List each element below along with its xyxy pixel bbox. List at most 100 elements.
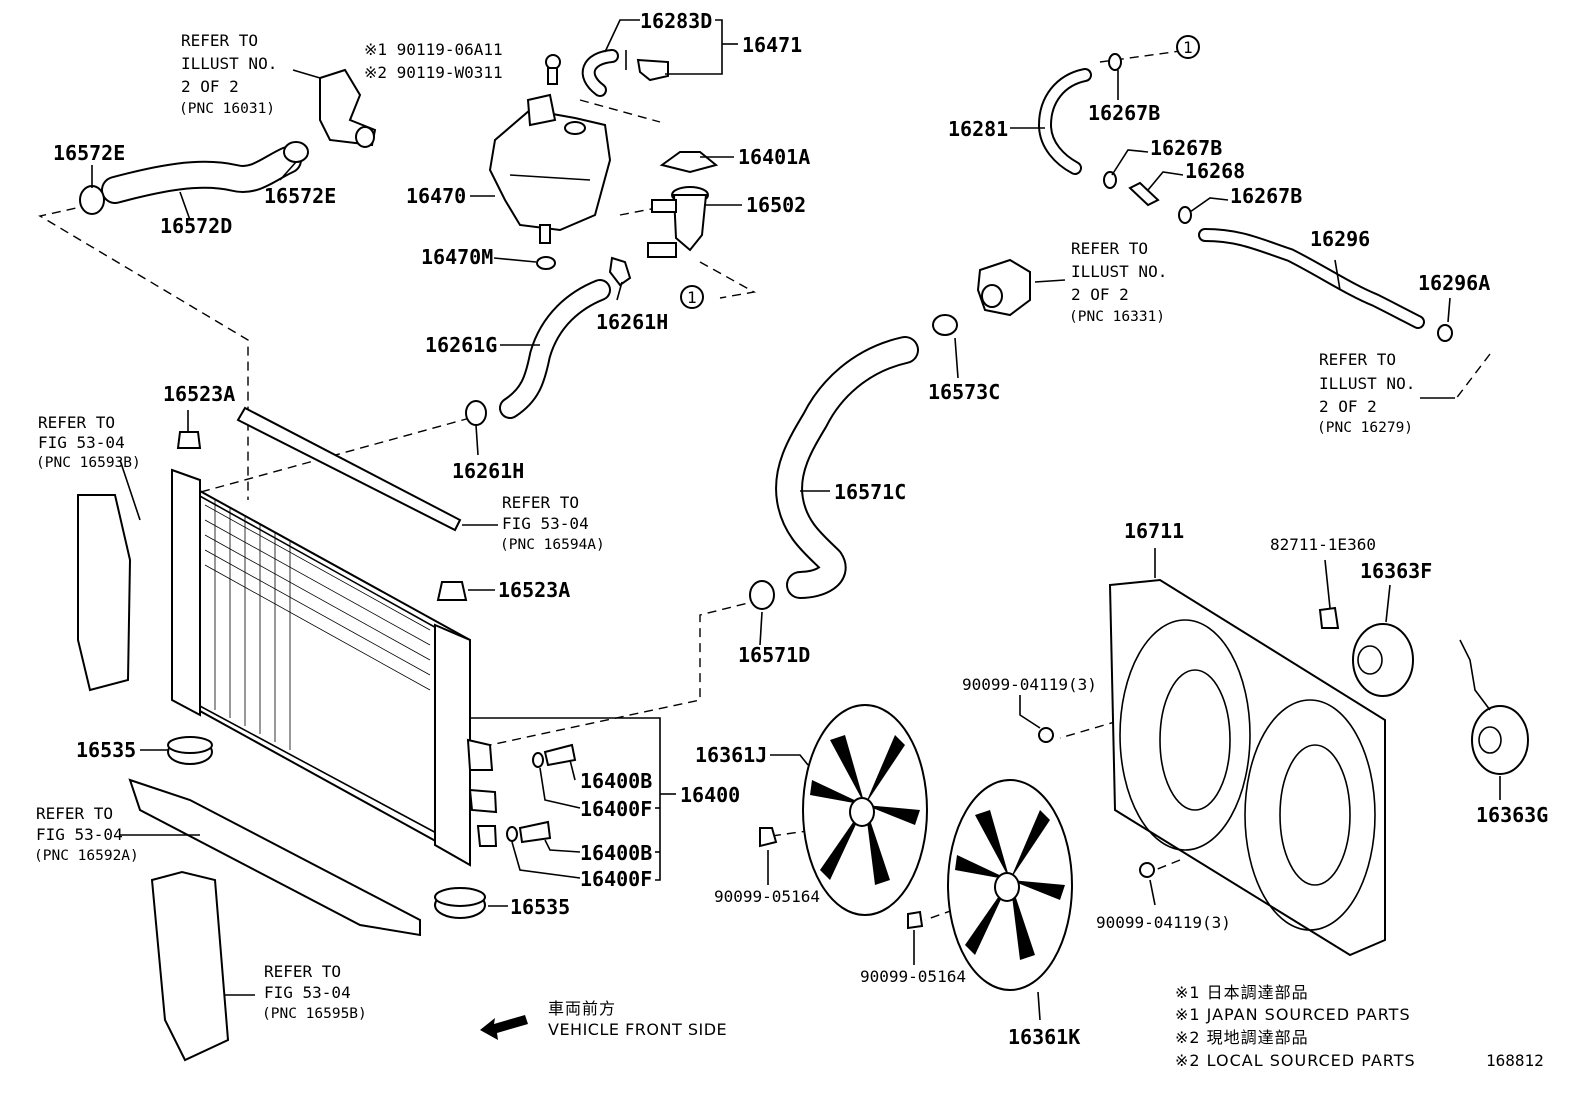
vehicle-front-en: VEHICLE FRONT SIDE bbox=[548, 1020, 727, 1039]
part-label-16261G: 16261G bbox=[425, 333, 497, 357]
grommet-16523A-mid bbox=[436, 581, 468, 601]
part-label-16296: 16296 bbox=[1310, 227, 1370, 251]
side-seal-16593B bbox=[77, 494, 132, 692]
part-label-16261H-mid: 16261H bbox=[452, 459, 524, 483]
cushion-16535-bottom bbox=[434, 887, 486, 919]
water-outlet-16331 bbox=[976, 258, 1031, 317]
refer-note-line: 2 OF 2 bbox=[181, 77, 239, 96]
refer-note-line: REFER TO bbox=[264, 962, 341, 981]
part-label-16572E-left: 16572E bbox=[53, 141, 125, 165]
clamp-16267B-top bbox=[1108, 53, 1122, 71]
clip-82711 bbox=[1318, 606, 1340, 629]
clamp-16261H-top bbox=[608, 256, 632, 287]
filler-neck-16502 bbox=[647, 186, 709, 258]
refer-note-line: REFER TO bbox=[38, 413, 115, 432]
part-label-16296A: 16296A bbox=[1418, 271, 1490, 295]
part-label-16535-bottom: 16535 bbox=[510, 895, 570, 919]
part-label-16573C: 16573C bbox=[928, 380, 1000, 404]
hose-16572D bbox=[101, 146, 302, 204]
hose-16261G bbox=[499, 279, 611, 419]
cushion-16535-top bbox=[167, 736, 213, 765]
part-label-16535-top: 16535 bbox=[76, 738, 136, 762]
vehicle-front-jp: 車両前方 bbox=[548, 999, 616, 1018]
part-label-90099-04119-upper: 90099-04119(3) bbox=[962, 675, 1097, 694]
part-label-16571D: 16571D bbox=[738, 643, 810, 667]
drain-plug-16400B bbox=[518, 743, 577, 844]
part-label-16400: 16400 bbox=[680, 783, 740, 807]
clamp-16573C bbox=[932, 314, 958, 336]
refer-note-line: FIG 53-04 bbox=[502, 514, 589, 533]
part-label-90099-05164-left: 90099-05164 bbox=[714, 887, 820, 906]
leader-lines bbox=[91, 19, 1501, 1021]
refer-note-pnc-16595B: REFER TO FIG 53-04 (PNC 16595B) bbox=[262, 962, 367, 1022]
refer-note-line: (PNC 16331) bbox=[1069, 309, 1165, 325]
part-label-16267B-mid: 16267B bbox=[1150, 136, 1222, 160]
clamp-16572E-left bbox=[79, 185, 105, 215]
refer-note-line: REFER TO bbox=[1319, 350, 1396, 369]
part-label-16571C: 16571C bbox=[834, 480, 906, 504]
refer-note-line: REFER TO bbox=[1071, 239, 1148, 258]
refer-note-pnc-16279: REFER TO ILLUST NO. 2 OF 2 (PNC 16279) bbox=[1317, 350, 1415, 436]
refer-note-line: (PNC 16594A) bbox=[500, 537, 605, 553]
lower-seal-16592A bbox=[128, 778, 421, 937]
part-label-16523A-top: 16523A bbox=[163, 382, 235, 406]
refer-note-line: FIG 53-04 bbox=[36, 825, 123, 844]
part-label-16400F-bottom: 16400F bbox=[580, 867, 652, 891]
refer-note-pnc-16031: REFER TO ILLUST NO. 2 OF 2 (PNC 16031) bbox=[179, 31, 277, 117]
side-seal-16595B bbox=[150, 870, 230, 1062]
part-label-16281: 16281 bbox=[948, 117, 1008, 141]
radiator-cap-16401A bbox=[659, 151, 719, 174]
o-ring-16400F bbox=[506, 752, 544, 842]
part-label-16470M: 16470M bbox=[421, 245, 493, 269]
refer-note-line: (PNC 16279) bbox=[1317, 420, 1413, 436]
part-label-16471: 16471 bbox=[742, 33, 802, 57]
grommet-16523A-top bbox=[176, 431, 202, 449]
refer-note-line: (PNC 16031) bbox=[179, 101, 275, 117]
part-label-16400F-top: 16400F bbox=[580, 797, 652, 821]
part-label-16400B-bottom: 16400B bbox=[580, 841, 652, 865]
refer-note-line: REFER TO bbox=[36, 804, 113, 823]
part-label-16572E-right: 16572E bbox=[264, 184, 336, 208]
refer-note-line: ILLUST NO. bbox=[181, 54, 277, 73]
refer-note-line: FIG 53-04 bbox=[264, 983, 351, 1002]
part-label-16267B-top: 16267B bbox=[1088, 101, 1160, 125]
bolt-90119 bbox=[545, 54, 561, 85]
refer-note-pnc-16331: REFER TO ILLUST NO. 2 OF 2 (PNC 16331) bbox=[1069, 239, 1167, 325]
part-label-16572D: 16572D bbox=[160, 214, 232, 238]
circle-ref-marker-top: 1 bbox=[1176, 35, 1200, 59]
fan-16361K bbox=[947, 779, 1073, 991]
part-label-16361K: 16361K bbox=[1008, 1025, 1080, 1049]
refer-note-line: ILLUST NO. bbox=[1071, 262, 1167, 281]
refer-note-line: (PNC 16592A) bbox=[34, 848, 139, 864]
part-label-16401A: 16401A bbox=[738, 145, 810, 169]
hose-16281 bbox=[1038, 68, 1092, 175]
refer-note-line: (PNC 16593B) bbox=[36, 455, 141, 471]
clamp-16471 bbox=[625, 50, 669, 82]
clamp-16261H-mid bbox=[465, 400, 487, 426]
fan-motor-16363G bbox=[1459, 639, 1529, 775]
sourcing-legend: ※1 日本調達部品 ※1 JAPAN SOURCED PARTS ※2 現地調達… bbox=[1175, 983, 1416, 1070]
part-label-16400B-top: 16400B bbox=[580, 769, 652, 793]
diagram-id: 168812 bbox=[1486, 1051, 1544, 1070]
circle-ref-label: 1 bbox=[1183, 38, 1193, 57]
hose-16296 bbox=[1198, 228, 1425, 329]
refer-note-line: (PNC 16595B) bbox=[262, 1006, 367, 1022]
pipe-16268 bbox=[1128, 181, 1160, 207]
reservoir-tank-16470 bbox=[488, 93, 612, 270]
water-inlet-16031 bbox=[319, 68, 377, 148]
part-label-16470: 16470 bbox=[406, 184, 466, 208]
upper-support-16594A bbox=[236, 406, 462, 532]
screw-90099-04119 bbox=[1038, 727, 1155, 878]
refer-note-line: REFER TO bbox=[502, 493, 579, 512]
clamp-16572E-right bbox=[283, 141, 309, 163]
part-label-16502: 16502 bbox=[746, 193, 806, 217]
circle-ref-label: 1 bbox=[687, 288, 697, 307]
refer-note-pnc-16594A: REFER TO FIG 53-04 (PNC 16594A) bbox=[500, 493, 605, 553]
part-label-16523A-mid: 16523A bbox=[498, 578, 570, 602]
refer-note-pnc-16593B: REFER TO FIG 53-04 (PNC 16593B) bbox=[36, 413, 141, 471]
part-label-16363G: 16363G bbox=[1476, 803, 1548, 827]
refer-note-line: REFER TO bbox=[181, 31, 258, 50]
clamp-16267B-mid bbox=[1103, 171, 1117, 189]
legend-line-4: ※2 LOCAL SOURCED PARTS bbox=[1175, 1051, 1416, 1070]
part-label-82711-1E360: 82711-1E360 bbox=[1270, 535, 1376, 554]
